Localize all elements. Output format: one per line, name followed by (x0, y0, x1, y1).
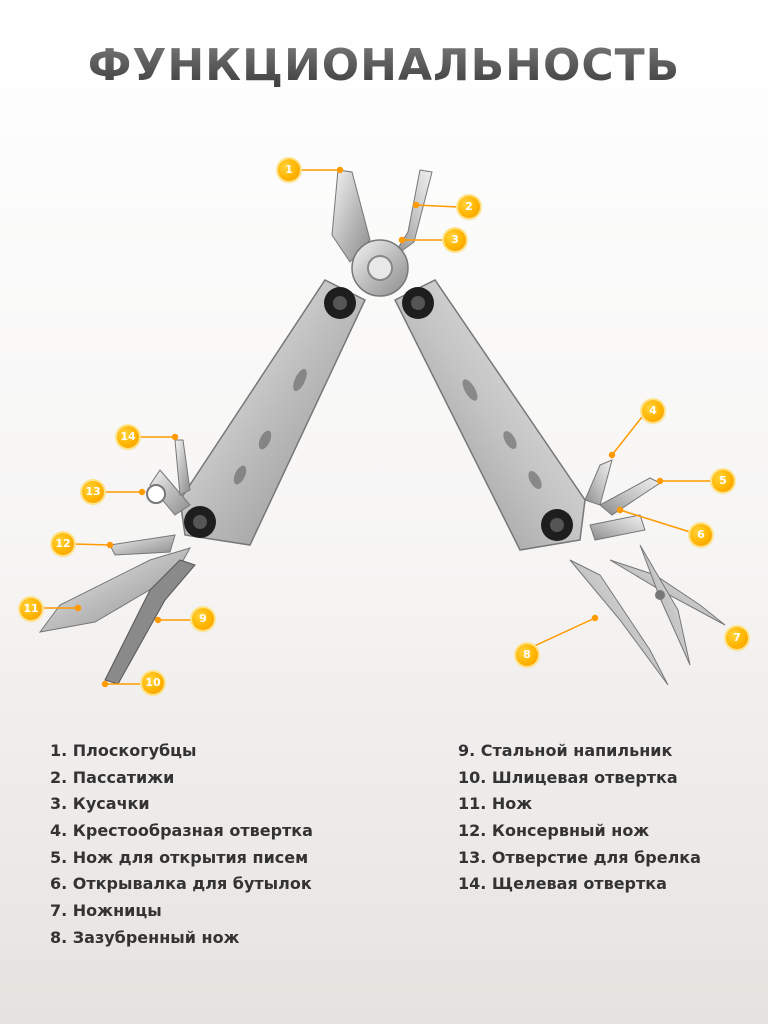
handle-left (179, 279, 366, 546)
slotted-screwdriver (174, 439, 191, 496)
callout-4: 4 (642, 400, 664, 422)
callout-9: 9 (192, 608, 214, 630)
feature-item: 5. Нож для открытия писем (50, 847, 309, 867)
callout-7: 7 (726, 627, 748, 649)
feature-item: 6. Открывалка для бутылок (50, 874, 312, 894)
phillips-screwdriver (584, 459, 613, 506)
callout-2: 2 (458, 196, 480, 218)
callout-10: 10 (142, 672, 164, 694)
callout-11: 11 (20, 598, 42, 620)
callout-6: 6 (690, 524, 712, 546)
feature-item: 11. Нож (458, 794, 533, 814)
feature-item: 9. Стальной напильник (458, 741, 673, 760)
feature-item: 8. Зазубренный нож (50, 927, 240, 947)
callout-5: 5 (712, 470, 734, 492)
feature-item: 3. Кусачки (50, 794, 150, 814)
feature-item: 12. Консервный нож (458, 821, 650, 841)
multitool-illustration (38, 166, 726, 688)
letter-opener (599, 477, 661, 516)
callout-13: 13 (82, 481, 104, 503)
feature-item: 13. Отверстие для брелка (458, 847, 701, 867)
callout-14: 14 (117, 426, 139, 448)
feature-list-left: 1. Плоскогубцы 2. Пассатижи 3. Кусачки 4… (50, 738, 313, 952)
callout-12: 12 (52, 533, 74, 555)
feature-list-right: 9. Стальной напильник 10. Шлицевая отвер… (458, 738, 701, 898)
plier-jaw-right (391, 169, 433, 259)
page-title: ФУНКЦИОНАЛЬНОСТЬ (0, 40, 768, 91)
feature-item: 14. Щелевая отвертка (458, 874, 667, 894)
bottle-opener (589, 514, 646, 541)
callout-3: 3 (444, 229, 466, 251)
feature-item: 4. Крестообразная отвертка (50, 821, 313, 841)
feature-item: 10. Шлицевая отвертка (458, 767, 678, 787)
serrated-knife (569, 559, 669, 686)
callout-1: 1 (278, 159, 300, 181)
callout-8: 8 (516, 644, 538, 666)
feature-item: 1. Плоскогубцы (50, 741, 197, 760)
feature-item: 2. Пассатижи (50, 767, 175, 787)
can-opener (109, 534, 176, 556)
feature-item: 7. Ножницы (50, 901, 162, 921)
